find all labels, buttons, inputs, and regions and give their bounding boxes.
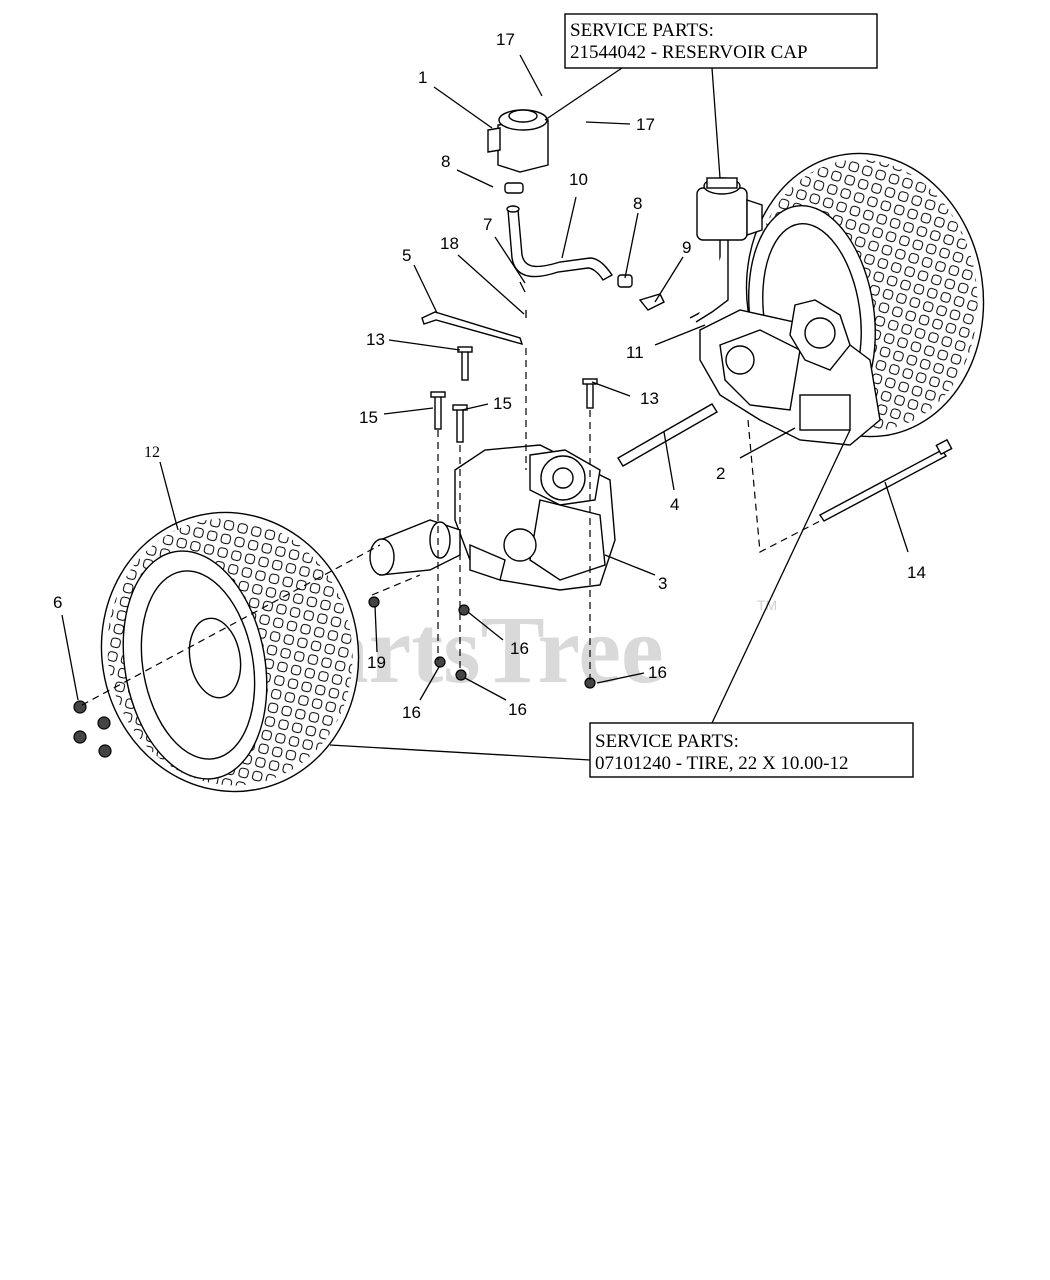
label-15b: 15 xyxy=(493,394,512,413)
label-3: 3 xyxy=(658,574,667,593)
tire-callout: SERVICE PARTS: 07101240 - TIRE, 22 X 10.… xyxy=(329,429,914,778)
spring-pin xyxy=(519,281,527,318)
label-10: 10 xyxy=(569,170,588,189)
right-reservoir xyxy=(689,177,763,323)
label-8b: 8 xyxy=(633,194,642,213)
leader-lines xyxy=(61,54,909,701)
label-16b: 16 xyxy=(402,703,421,722)
left-tire xyxy=(100,511,360,793)
label-13a: 13 xyxy=(366,330,385,349)
reservoir-callout-line1: SERVICE PARTS: xyxy=(570,20,714,41)
tire-callout-line1: SERVICE PARTS: xyxy=(595,731,739,752)
label-5: 5 xyxy=(402,246,411,265)
label-6: 6 xyxy=(53,593,62,612)
label-9: 9 xyxy=(682,238,691,257)
label-2: 2 xyxy=(716,464,725,483)
long-bolt xyxy=(818,438,953,522)
top-reservoir xyxy=(487,109,549,173)
label-16a: 16 xyxy=(510,639,529,658)
label-18: 18 xyxy=(440,234,459,253)
reservoir-callout-line2: 21544042 - RESERVOIR CAP xyxy=(570,42,808,63)
left-axle-hub xyxy=(369,519,461,576)
label-16c: 16 xyxy=(508,700,527,719)
label-7: 7 xyxy=(483,215,492,234)
label-15a: 15 xyxy=(359,408,378,427)
label-8a: 8 xyxy=(441,152,450,171)
nuts xyxy=(368,596,596,689)
label-11: 11 xyxy=(626,343,644,362)
label-16d: 16 xyxy=(648,663,667,682)
label-17b: 17 xyxy=(636,115,655,134)
assembly-lines xyxy=(81,348,823,706)
reservoir-callout: SERVICE PARTS: 21544042 - RESERVOIR CAP xyxy=(544,13,878,179)
label-17a: 17 xyxy=(496,30,515,49)
right-transmission xyxy=(699,299,881,446)
lug-nuts xyxy=(73,700,112,758)
bolts xyxy=(430,346,598,443)
tire-callout-line2: 07101240 - TIRE, 22 X 10.00-12 xyxy=(595,753,849,774)
label-1: 1 xyxy=(418,68,427,87)
axle-rod xyxy=(617,403,718,467)
hose-assembly xyxy=(504,182,665,311)
label-12: 12 xyxy=(144,444,160,461)
label-19: 19 xyxy=(367,653,386,672)
control-rod xyxy=(421,311,524,346)
label-14: 14 xyxy=(907,563,926,582)
left-transmission xyxy=(454,444,616,591)
label-13b: 13 xyxy=(640,389,659,408)
label-4: 4 xyxy=(670,495,679,514)
